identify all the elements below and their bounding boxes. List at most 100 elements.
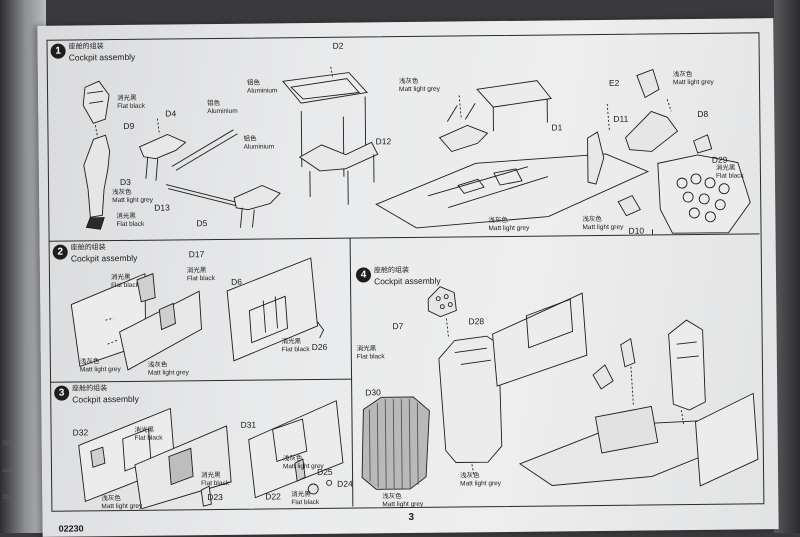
- paint-note-en: Matt light grey: [101, 502, 143, 510]
- paint-note: 铝色 Aluminium: [207, 100, 237, 115]
- step-3-title: 座舱的组装 Cockpit assembly: [72, 384, 139, 405]
- step-1-badge: 1: [50, 43, 66, 59]
- paint-note-en: Matt light grey: [112, 196, 154, 204]
- step-2-title-zh: 座舱的组装: [70, 244, 106, 252]
- part-label: D7: [392, 321, 404, 332]
- paint-note-en: Matt light grey: [147, 368, 189, 377]
- paint-note-en: Flat black: [116, 220, 145, 228]
- paint-note: 铝色 Aluminium: [246, 79, 278, 95]
- paint-note-en: Matt light grey: [582, 223, 624, 231]
- paint-note: 消光黑 Flat black: [117, 95, 145, 110]
- instruction-sheet: 1 座舱的组装 Cockpit assembly D2 D4 D9 D3 D13…: [37, 18, 779, 537]
- paint-note: 消光黑 Flat black: [201, 472, 229, 487]
- step-2-panel: 2 座舱的组装 Cockpit assembly D17 D6 D26 消光黑 …: [48, 237, 353, 383]
- paint-note-en: Aluminium: [207, 107, 238, 115]
- part-label: D4: [165, 108, 177, 119]
- step-3-title-zh: 座舱的组装: [72, 385, 108, 393]
- step-2-title: 座舱的组装 Cockpit assembly: [70, 243, 138, 264]
- part-label: D2: [332, 40, 344, 51]
- step-4-title-en: Cockpit assembly: [373, 275, 441, 287]
- step-3-title-en: Cockpit assembly: [72, 393, 139, 405]
- paint-note: 消光黑 Flat black: [715, 164, 744, 180]
- paint-note: 浅灰色 Matt light grey: [399, 78, 440, 93]
- step-4-title: 座舱的组装 Cockpit assembly: [373, 266, 441, 287]
- paint-note: 浅灰色 Matt light grey: [460, 472, 501, 487]
- part-label: D28: [468, 316, 485, 327]
- part-label: D5: [196, 218, 208, 229]
- paint-note-en: Flat black: [715, 171, 744, 180]
- backdrop-edge-text: 4pcs: [1, 467, 15, 475]
- paint-note: 浅灰色 Matt light grey: [673, 71, 714, 86]
- paint-note: 浅灰色 Matt light grey: [112, 189, 153, 204]
- part-label: D11: [613, 113, 629, 124]
- step-1-title-zh: 座舱的组装: [68, 43, 104, 51]
- part-label: D29: [711, 154, 728, 165]
- step-3-badge: 3: [54, 385, 70, 401]
- step-1-title: 座舱的组装 Cockpit assembly: [68, 42, 136, 63]
- page-number: 3: [408, 511, 415, 524]
- paint-note: 消光黑 Flat black: [357, 345, 385, 360]
- part-label: D23: [207, 491, 223, 503]
- part-label: D26: [311, 341, 328, 353]
- paint-note-en: Matt light grey: [460, 479, 502, 487]
- paint-note: 铝色 Aluminium: [243, 135, 275, 151]
- paint-note-en: Matt light grey: [672, 78, 714, 86]
- part-label: E2: [608, 77, 620, 88]
- paint-note: 浅灰色 Matt light grey: [283, 455, 324, 470]
- part-label: D3: [119, 176, 131, 188]
- paint-note-en: Flat black: [291, 498, 320, 506]
- paint-note-en: Flat black: [134, 434, 163, 442]
- paint-note-en: Flat black: [356, 352, 385, 361]
- part-label: D12: [375, 136, 392, 147]
- part-label: D6: [230, 276, 242, 287]
- step-2-drawing: [70, 257, 325, 371]
- step-4-badge: 4: [355, 267, 372, 283]
- paint-note: 消光黑 Flat black: [187, 267, 215, 282]
- paint-note-en: Matt light grey: [282, 462, 324, 470]
- part-label: D31: [240, 419, 257, 430]
- paint-note: 浅灰色 Matt light grey: [80, 358, 121, 373]
- backdrop-right: [774, 0, 800, 533]
- step-4-panel: 4 座舱的组装 Cockpit assembly D7 D28 D30 消光黑 …: [350, 233, 763, 508]
- paint-note: 浅灰色 Matt light grey: [488, 217, 529, 232]
- part-label: D24: [337, 478, 353, 489]
- step-1-panel: 1 座舱的组装 Cockpit assembly D2 D4 D9 D3 D13…: [46, 32, 760, 242]
- paint-note-en: Flat black: [281, 345, 310, 353]
- paint-note: 消光黑 Flat black: [116, 213, 144, 228]
- paint-note: 浅灰色 Matt light grey: [582, 216, 623, 231]
- step-2-badge: 2: [52, 244, 68, 260]
- paint-note-en: Matt light grey: [79, 365, 121, 373]
- part-label: D22: [265, 491, 281, 502]
- paint-note-en: Matt light grey: [488, 224, 530, 232]
- step-3-drawing: [78, 400, 344, 510]
- paint-note: 浅灰色 Matt light grey: [382, 493, 423, 508]
- paint-note-en: Aluminium: [243, 142, 275, 151]
- step-3-panel: 3 座舱的组装 Cockpit assembly D32 D31 D23 D25…: [50, 378, 354, 510]
- paint-note: 浅灰色 Matt light grey: [101, 495, 142, 510]
- paint-note: 浅灰色 Matt light grey: [147, 361, 189, 377]
- paint-note-en: Matt light grey: [398, 85, 440, 93]
- part-label: D13: [154, 202, 170, 213]
- part-label: D8: [697, 108, 709, 119]
- backdrop-edge-text: 2pcs: [1, 493, 15, 501]
- product-code: 02230: [58, 523, 84, 534]
- paint-note: 消光黑 Flat black: [291, 491, 319, 506]
- part-label: D17: [188, 249, 205, 260]
- part-label: D32: [72, 427, 89, 438]
- step-1-drawing: [82, 66, 751, 240]
- paint-note: 消光黑 Flat black: [111, 274, 139, 289]
- part-label: D1: [551, 122, 563, 133]
- paint-note-en: Flat black: [201, 479, 230, 487]
- paint-note-en: Aluminium: [246, 86, 278, 95]
- step-2-title-en: Cockpit assembly: [70, 252, 138, 264]
- step-4-title-zh: 座舱的组装: [373, 266, 409, 275]
- paint-note-en: Flat black: [186, 274, 215, 282]
- paint-note-en: Flat black: [117, 102, 146, 110]
- step-1-title-en: Cockpit assembly: [68, 51, 136, 63]
- backdrop-edge-text: 3pcs: [1, 439, 15, 447]
- paint-note-en: Flat black: [111, 281, 139, 289]
- part-label: D30: [365, 387, 381, 398]
- step-4-drawing: [361, 286, 759, 490]
- paint-note-en: Matt light grey: [382, 500, 424, 508]
- paint-note: 消光黑 Flat black: [282, 338, 310, 353]
